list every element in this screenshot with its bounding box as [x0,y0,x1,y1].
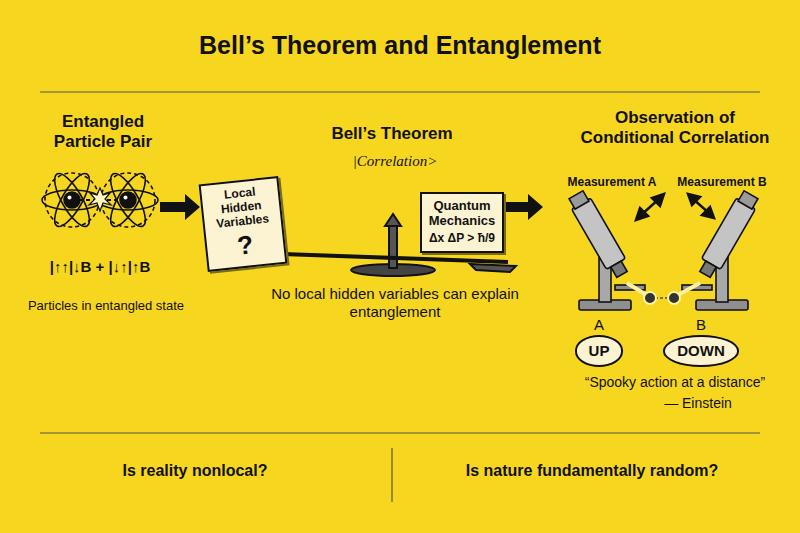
result-oval: B DOWN [648,316,754,367]
ket-label: |Correlation> [315,152,475,170]
box-body: Δx ΔP > ħ/9 [426,232,498,246]
spin-arrow [636,194,714,220]
column-heading: Entangled Particle Pair [38,112,168,153]
hypothesis-box: Local Hidden Variables? [199,176,288,272]
box-heading: Local Hidden Variables [205,184,277,232]
theory-box: Quantum Mechanics Δx ΔP > ħ/9 [420,192,504,253]
result-oval: A UP [552,316,646,367]
result-letter: A [552,316,646,333]
atom-pair [42,169,158,231]
question-text: Is nature fundamentally random? [432,461,752,480]
conclusion-text: No local hidden variables can explain en… [270,285,520,321]
column-heading: Observation of Conditional Correlation [568,108,783,149]
measurement-label: Measurement A [562,175,662,189]
caption-text: Particles in entangled state [6,298,206,314]
column-heading: Bell’s Theorem [292,124,492,144]
title: Bell’s Theorem and Entanglement [100,30,700,60]
state-formula: |↑↑|↓B + |↓↑|↑B [10,258,190,276]
microscope [682,189,761,310]
microscope [566,189,645,310]
measurement-label: Measurement B [672,175,772,189]
question-text: Is reality nonlocal? [45,461,345,480]
rule-line [40,432,760,433]
result-value: DOWN [663,335,739,366]
rule-line [40,91,760,92]
divider-line [391,448,392,502]
attribution-text: — Einstein [638,395,758,412]
result-letter: B [648,316,754,333]
particle-pair [627,283,700,304]
flow-arrow [506,194,543,220]
flow-arrow [160,194,200,220]
result-value: UP [575,335,624,366]
box-heading: Quantum Mechanics [426,199,498,229]
box-body: ? [210,228,281,265]
quote-text: “Spooky action at a distance” [560,374,790,391]
